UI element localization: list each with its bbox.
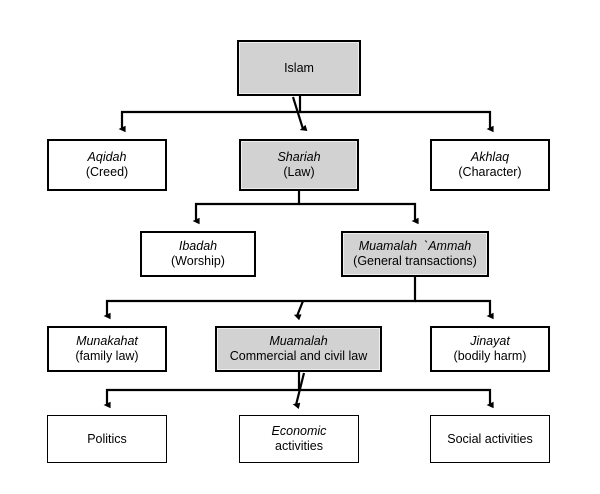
node-muamalah-ammah: Muamalah `Ammah(General transactions) [341, 231, 489, 277]
node-akhlaq-line2: (Character) [458, 165, 522, 179]
node-economic-activities-line2: activities [275, 439, 323, 453]
node-muamalah-ammah-line1: Muamalah `Ammah [358, 239, 472, 254]
edge-islam-to-shariah [291, 96, 308, 131]
node-politics: Politics [47, 415, 167, 463]
edge-ammah-to-jinayat [415, 299, 494, 320]
edge-islam-to-aqidah [118, 96, 302, 133]
node-munakahat-line2: (family law) [75, 349, 139, 363]
node-akhlaq-line1: Akhlaq [470, 150, 510, 165]
node-aqidah: Aqidah(Creed) [47, 139, 167, 191]
node-muamalah-line1: Muamalah [269, 334, 328, 349]
edge-shariah-to-ibadah [192, 191, 301, 225]
node-jinayat-line2: (bodily harm) [453, 349, 527, 363]
node-shariah-line1: Shariah [277, 150, 321, 165]
edge-muamalah-to-social [299, 388, 494, 409]
node-akhlaq: Akhlaq(Character) [430, 139, 550, 191]
node-jinayat: Jinayat(bodily harm) [430, 326, 550, 372]
node-shariah-line2: (Law) [283, 165, 315, 179]
node-social-activities: Social activities [430, 415, 550, 463]
edge-shariah-to-muamalah-ammah [299, 202, 419, 225]
edge-islam-to-akhlaq [300, 110, 494, 133]
node-social-activities-line1: Social activities [447, 431, 533, 446]
node-aqidah-line2: (Creed) [85, 165, 129, 179]
edge-muamalah-to-economic [292, 372, 306, 409]
node-shariah: Shariah(Law) [239, 139, 359, 191]
edge-muamalah-to-politics [103, 372, 301, 409]
edge-ammah-to-muamalah [293, 300, 305, 321]
node-munakahat-line1: Munakahat [76, 334, 138, 349]
node-islam: Islam [237, 40, 361, 96]
node-muamalah-ammah-line2: (General transactions) [353, 254, 477, 268]
edge-ammah-to-munakahat [103, 277, 417, 320]
node-ibadah: Ibadah(Worship) [140, 231, 256, 277]
node-aqidah-line1: Aqidah [87, 150, 127, 165]
node-jinayat-line1: Jinayat [470, 334, 510, 349]
node-muamalah-line2: Commercial and civil law [229, 349, 368, 363]
node-ibadah-line2: (Worship) [171, 254, 225, 268]
node-islam-line1: Islam [284, 60, 314, 75]
node-economic-activities-line1: Economic [271, 424, 327, 439]
node-ibadah-line1: Ibadah [178, 239, 218, 254]
node-politics-line1: Politics [87, 431, 127, 446]
node-munakahat: Munakahat(family law) [47, 326, 167, 372]
